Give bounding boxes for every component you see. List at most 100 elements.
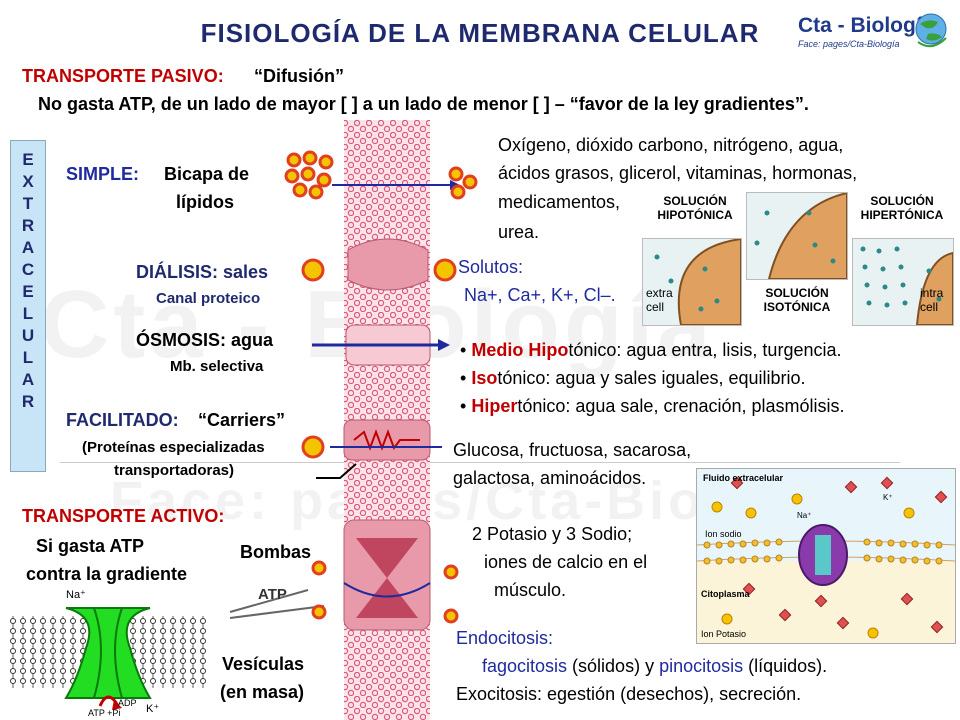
exocytosis-label: Exocitosis: egestión (desechos), secreci… — [456, 684, 802, 704]
pump-k-label: K⁺ — [146, 703, 160, 715]
pump-na-label: Na⁺ — [66, 589, 86, 601]
molecule-cluster-icon — [284, 150, 334, 200]
endocytosis-detail: fagocitosis (sólidos) y pinocitosis (líq… — [482, 652, 827, 680]
osmosis-arrow-icon — [312, 339, 450, 351]
dialysis-sub: Canal proteico — [156, 290, 261, 307]
ion-potasio-label: Ion Potasio — [701, 629, 747, 639]
simple-label: SIMPLE: — [66, 164, 140, 184]
active-line2: contra la gradiente — [26, 564, 188, 584]
osmosis-prefix-hypo: Medio Hipo — [471, 340, 569, 360]
extracellular-letter: E — [22, 282, 34, 301]
simple-line2: lípidos — [176, 192, 234, 212]
facilitated-examples-1: Glucosa, fructuosa, sacarosa, — [453, 440, 692, 460]
tonicity-figure: SOLUCIÓN HIPOTÓNICA extra cell SOLUCIÓN … — [642, 192, 954, 326]
hypotonic-label-2: HIPOTÓNICA — [657, 208, 733, 222]
pump-balls-icon — [311, 560, 327, 620]
panel-na-label: Na⁺ — [797, 511, 812, 520]
simple-examples-4: urea. — [498, 222, 540, 242]
fluid-extracellular-label: Fluido extracelular — [703, 473, 784, 483]
extracellular-letter: T — [22, 194, 34, 213]
cytoplasm-label: Citoplasma — [701, 589, 750, 599]
osmosis-rest-iso: tónico: agua y sales iguales, equilibrio… — [497, 368, 806, 388]
atp-label: ATP — [258, 586, 287, 603]
simple-line1: Bicapa de — [164, 164, 250, 184]
logo: Cta - Biología Face: pages/Cta-Biología — [798, 12, 948, 62]
active-label: TRANSPORTE ACTIVO: — [22, 506, 225, 526]
hypertonic-label-1: SOLUCIÓN — [870, 194, 934, 208]
vesicles-label: Vesículas — [222, 654, 305, 674]
bullet: • — [460, 340, 467, 360]
extracellular-letter: A — [21, 238, 35, 257]
isotonic-label-2: ISOTÓNICA — [763, 300, 831, 314]
simple-arrow-icon — [332, 180, 460, 190]
panel-k-label: K⁺ — [883, 493, 893, 502]
extracellular-letter: L — [22, 304, 34, 323]
osmosis-rest-hypo: tónico: agua entra, lisis, turgencia. — [568, 340, 842, 360]
extracellular-letter: X — [22, 172, 34, 191]
hypotonic-panel — [642, 238, 742, 326]
hypertonic-panel — [852, 238, 954, 326]
solutes-label: Solutos: — [458, 257, 524, 277]
carrier-arrow-icon — [316, 446, 442, 479]
osmosis-prefix-hyper: Hiper — [471, 396, 518, 416]
molecule-small-icon — [448, 166, 478, 200]
extracellular-label: E X T R A C E L U L A R — [10, 140, 46, 472]
page-title: FISIOLOGÍA DE LA MEMBRANA CELULAR — [200, 18, 760, 48]
pump-examples-3: músculo. — [494, 580, 567, 600]
bullet: • — [460, 368, 467, 388]
pump-atp-label: ATP +Pi — [88, 708, 121, 718]
extracellular-letter: C — [21, 260, 35, 279]
solute-ball-icon — [301, 258, 325, 282]
osmosis-item-iso: • Isotónico: agua y sales iguales, equil… — [460, 364, 845, 392]
facilitated-examples-2: galactosa, aminoácidos. — [453, 468, 647, 488]
carrier-ball-icon — [301, 435, 325, 459]
endocytosis-label: Endocitosis: — [456, 628, 554, 648]
solute-ball-out-icon — [433, 258, 457, 282]
extracellular-letter: A — [21, 370, 35, 389]
passive-subtitle: “Difusión” — [254, 66, 344, 86]
intra-cell-2: cell — [920, 300, 939, 314]
simple-examples-1: Oxígeno, dióxido carbono, nitrógeno, agu… — [498, 135, 844, 155]
globe-icon — [915, 13, 947, 48]
osmosis-item-hypo: • Medio Hipotónico: agua entra, lisis, t… — [460, 336, 845, 364]
bullet: • — [460, 396, 467, 416]
intra-cell-1: intra — [920, 286, 944, 300]
isotonic-label: SOLUCIÓN ISOTÓNICA — [752, 286, 842, 314]
active-line1: Si gasta ATP — [36, 536, 145, 556]
pinocytosis: pinocitosis — [659, 656, 744, 676]
facilitated-label: FACILITADO: — [66, 410, 179, 430]
extra-cell-2: cell — [646, 300, 665, 314]
extra-cell-label: extra cell — [646, 286, 673, 314]
simple-examples-3: medicamentos, — [498, 192, 621, 212]
pump-adp-label: ADP — [118, 698, 137, 708]
osmosis-item-hyper: • Hipertónico: agua sale, crenación, pla… — [460, 392, 845, 420]
dialysis-label: DIÁLISIS: sales — [136, 262, 269, 282]
pump-examples-2: iones de calcio en el — [484, 552, 648, 572]
isotonic-panel — [746, 192, 848, 280]
osmosis-sub: Mb. selectiva — [170, 358, 264, 375]
hypertonic-label-2: HIPERTÓNICA — [860, 208, 944, 222]
sodium-pump-diagram — [8, 607, 208, 710]
pumps-label: Bombas — [240, 542, 312, 562]
hypertonic-cell — [860, 246, 953, 325]
simple-examples-2: ácidos grasos, glicerol, vitaminas, horm… — [498, 163, 858, 183]
facilitated-sub1: (Proteínas especializadas — [82, 439, 265, 456]
membrane-diagram — [343, 120, 431, 720]
extracellular-letter: L — [22, 348, 34, 367]
phagocytosis: fagocitosis — [482, 656, 568, 676]
section-divider — [60, 462, 900, 463]
vesicles-sub: (en masa) — [220, 682, 305, 702]
logo-name: Cta - Biología — [798, 14, 934, 37]
ion-channel-diagram — [697, 476, 955, 643]
pump-examples-1: 2 Potasio y 3 Sodio; — [472, 524, 633, 544]
hypotonic-label: SOLUCIÓN HIPOTÓNICA — [656, 194, 734, 222]
facilitated-sub2: transportadoras) — [114, 462, 235, 479]
logo-sub: Face: pages/Cta-Biología — [798, 39, 900, 49]
ion-sodio-label: Ion sodio — [705, 529, 742, 539]
solutes-list: Na+, Ca+, K+, Cl–. — [464, 285, 616, 305]
passive-label: TRANSPORTE PASIVO: — [22, 66, 224, 86]
hypotonic-cell — [654, 239, 741, 325]
passive-description: No gasta ATP, de un lado de mayor [ ] a … — [38, 94, 809, 114]
endocytosis-end: (líquidos). — [743, 656, 828, 676]
atp-arrow-icon — [229, 589, 325, 619]
